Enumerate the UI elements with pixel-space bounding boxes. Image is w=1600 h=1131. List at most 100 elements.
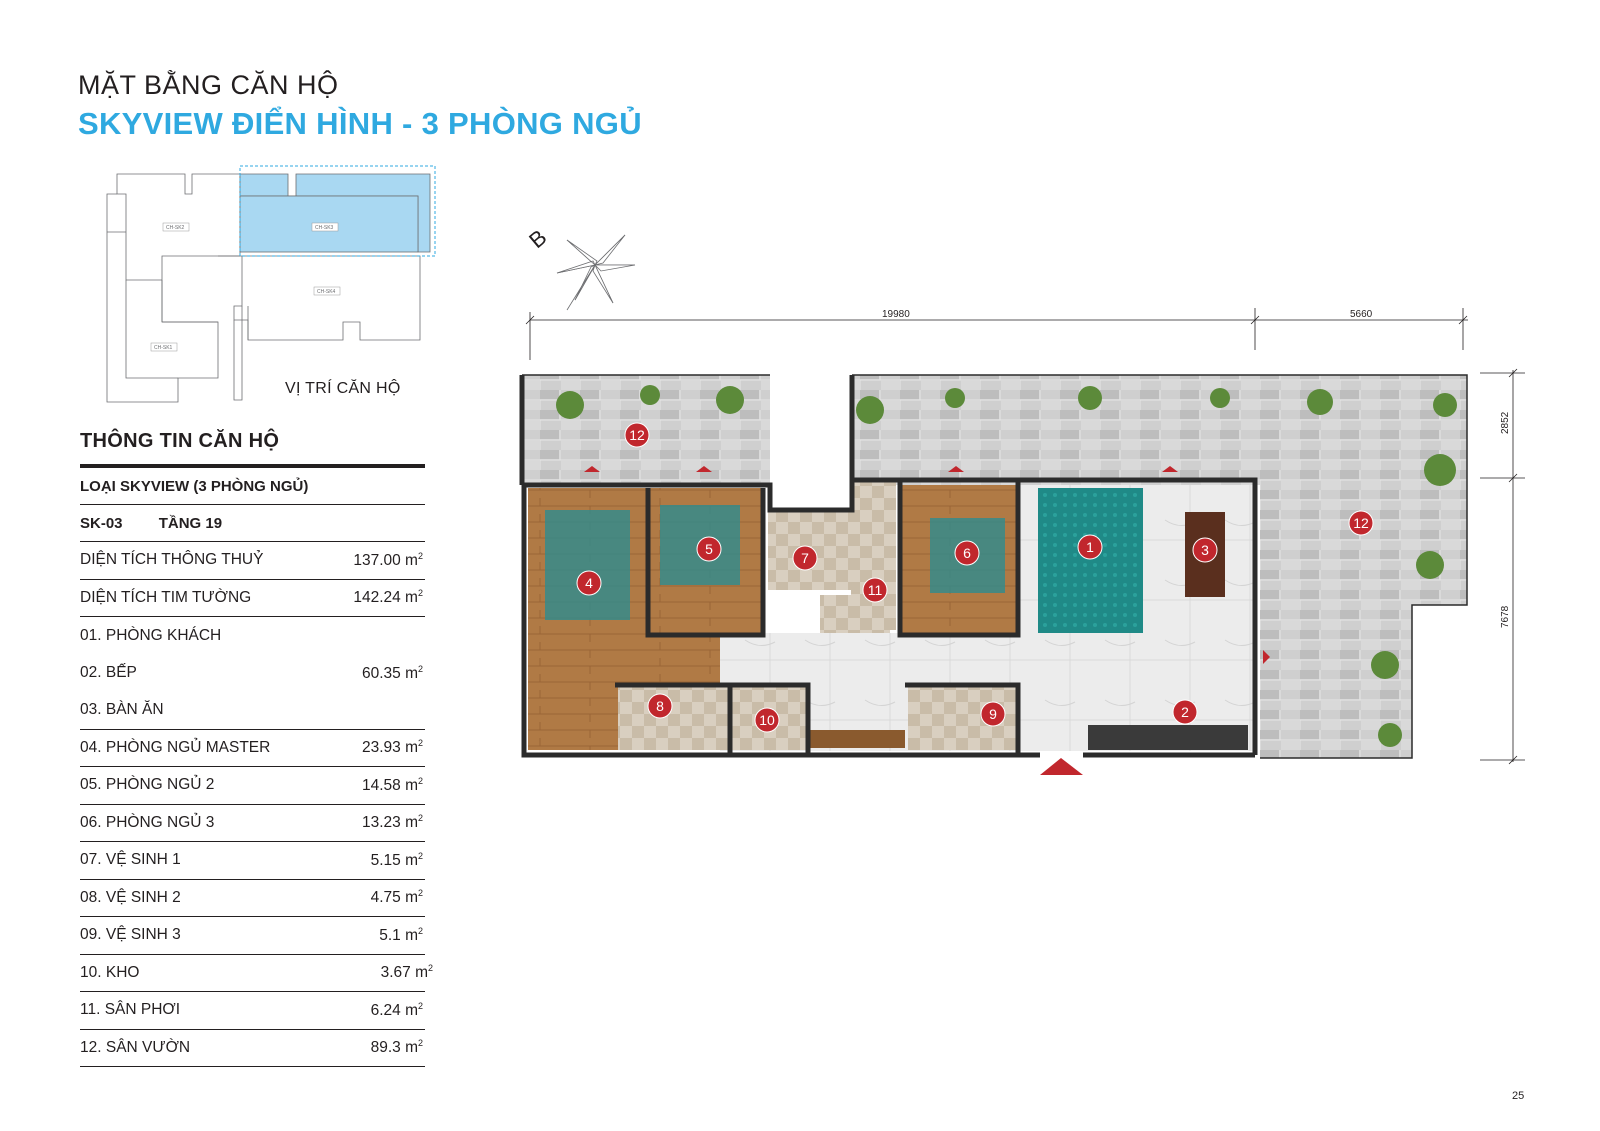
room-marker: 6 — [954, 540, 980, 566]
info-row: 10. KHO 3.67 m2 — [80, 955, 433, 992]
room-marker-circle — [792, 545, 818, 571]
keyplan-unit-label: CH-SK2 — [166, 225, 185, 231]
room-marker-number: 2 — [1181, 704, 1189, 720]
keyplan-unit-label: CH-SK3 — [315, 225, 334, 231]
info-rows: DIỆN TÍCH THÔNG THUỶ 137.00 m2 DIỆN TÍCH T… — [80, 542, 433, 1067]
info-row: 01. PHÒNG KHÁCH — [80, 617, 425, 655]
interior-floors — [528, 480, 1255, 751]
info-row-value: 13.23 m2 — [362, 813, 425, 832]
room-marker-circle — [954, 540, 980, 566]
compass-label: B — [524, 225, 551, 254]
info-row-value: 5.15 m2 — [371, 851, 425, 870]
room-marker: 5 — [696, 536, 722, 562]
info-row-value-text: 89.3 m — [370, 1039, 418, 1057]
info-row-label: 06. PHÒNG NGỦ 3 — [80, 813, 215, 831]
keyplan-unit-label: CH-SK4 — [317, 289, 336, 295]
info-row-label: DIỆN TÍCH THÔNG THUỶ — [80, 551, 264, 569]
info-row: 11. SÂN PHƠI 6.24 m2 — [80, 992, 425, 1030]
info-row-unit-sup: 2 — [417, 1038, 423, 1049]
keyplan-caption: VỊ TRÍ CĂN HỘ — [285, 380, 401, 397]
info-row: 07. VỆ SINH 1 5.15 m2 — [80, 842, 425, 880]
info-unit: SK-03 TẦNG 19 — [80, 505, 425, 542]
info-row: 05. PHÒNG NGỦ 2 14.58 m2 — [80, 767, 425, 805]
info-row: 03. BÀN ĂN — [80, 692, 425, 730]
room-marker: 4 — [576, 570, 602, 596]
info-row-value-text: 6.24 m — [370, 1001, 418, 1019]
room-marker-circle — [862, 577, 888, 603]
walls — [519, 375, 1258, 758]
entrance-arrows — [584, 466, 1270, 775]
info-row-label: 03. BÀN ĂN — [80, 701, 164, 719]
room-marker-number: 5 — [705, 541, 713, 557]
info-row-label: 07. VỆ SINH 1 — [80, 851, 181, 869]
info-row-value: 142.24 m2 — [353, 588, 425, 607]
info-row-value-text: 23.93 m — [361, 739, 418, 757]
dimension-lines — [525, 308, 1525, 765]
floor-plan: B 19980 5660 2852 7678 — [519, 225, 1525, 775]
info-row-value: 6.24 m2 — [371, 1001, 425, 1020]
apartment-info-table: THÔNG TIN CĂN HỘ LOẠI SKYVIEW (3 PHÒNG N… — [80, 430, 433, 1067]
info-row-value-text: 4.75 m — [370, 889, 418, 907]
room-marker-number: 10 — [759, 712, 775, 728]
keyplan-unit-label: CH-SK1 — [154, 345, 173, 351]
info-row-unit-sup: 2 — [417, 588, 423, 599]
info-row-value: 14.58 m2 — [362, 776, 425, 795]
info-row-value: 60.35 m2 — [362, 664, 425, 683]
info-row-value-text: 14.58 m — [361, 776, 418, 794]
info-row-value: 137.00 m2 — [353, 551, 425, 570]
room-marker: 12 — [624, 422, 650, 448]
info-row-value: 89.3 m2 — [371, 1038, 425, 1057]
info-type: LOẠI SKYVIEW (3 PHÒNG NGỦ) — [80, 468, 425, 505]
heading-line2: SKYVIEW ĐIỂN HÌNH - 3 PHÒNG NGỦ — [78, 106, 642, 141]
room-marker: 12 — [1348, 510, 1374, 536]
room-marker-circle — [1348, 510, 1374, 536]
room-marker-circle — [1077, 534, 1103, 560]
page-number: 25 — [1512, 1090, 1525, 1102]
room-marker-number: 12 — [1353, 515, 1369, 531]
unit-floor: TẦNG 19 — [158, 515, 223, 532]
room-marker-circle — [1172, 699, 1198, 725]
info-row-label: 11. SÂN PHƠI — [80, 1001, 181, 1019]
info-row: DIỆN TÍCH TIM TƯỜNG 142.24 m2 — [80, 580, 425, 617]
room-marker: 11 — [862, 577, 888, 603]
heading-line1: MẶT BẰNG CĂN HỘ — [78, 70, 339, 100]
room-marker: 9 — [980, 701, 1006, 727]
dimension-label: 19980 — [882, 309, 910, 320]
info-row-value: 23.93 m2 — [362, 738, 425, 757]
info-row-value-text: 60.35 m — [361, 664, 418, 682]
info-row-value: 4.75 m2 — [371, 888, 425, 907]
info-title: THÔNG TIN CĂN HỘ — [80, 430, 425, 468]
room-marker-circle — [647, 693, 673, 719]
info-row-label: 05. PHÒNG NGỦ 2 — [80, 776, 215, 794]
dimension-label: 2852 — [1500, 411, 1511, 434]
room-marker-number: 11 — [868, 582, 883, 598]
info-row-unit-sup: 2 — [417, 663, 423, 674]
info-row-value: 3.67 m2 — [381, 963, 435, 982]
garden-plants — [556, 385, 1457, 747]
room-marker-number: 9 — [989, 706, 997, 722]
dimension-label: 7678 — [1500, 605, 1511, 628]
room-marker-number: 4 — [585, 575, 593, 591]
info-row-value: 5.1 m2 — [379, 926, 425, 945]
room-marker: 2 — [1172, 699, 1198, 725]
info-row-label: 04. PHÒNG NGỦ MASTER — [80, 738, 271, 756]
info-row-value-text: 142.24 m — [353, 589, 418, 607]
room-marker: 1 — [1077, 534, 1103, 560]
info-row: 06. PHÒNG NGỦ 3 13.23 m2 — [80, 805, 425, 842]
info-row-unit-sup: 2 — [417, 850, 423, 861]
room-marker: 10 — [754, 707, 780, 733]
info-row-value-text: 5.15 m — [370, 851, 418, 869]
room-marker-circle — [980, 701, 1006, 727]
unit-code: SK-03 — [80, 515, 123, 532]
room-marker-number: 12 — [629, 427, 645, 443]
info-row-label: 10. KHO — [80, 963, 140, 981]
room-marker-circle — [1192, 537, 1218, 563]
room-marker-number: 8 — [656, 698, 664, 714]
info-row-label: DIỆN TÍCH TIM TƯỜNG — [80, 588, 252, 606]
info-row-unit-sup: 2 — [417, 738, 423, 749]
terrace-garden — [522, 375, 1467, 758]
